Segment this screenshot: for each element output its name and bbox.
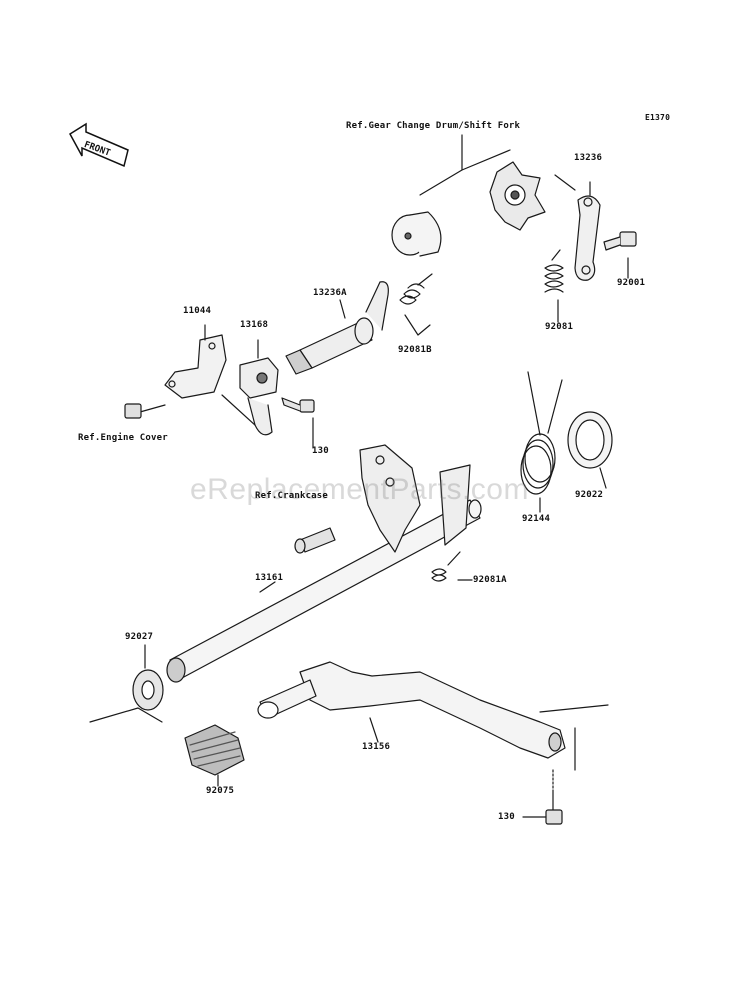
label-13168: 13168 [240,320,269,330]
part-92081-spring [544,249,564,293]
part-11044-bracket [164,334,227,399]
ref-engine-cover-bolt [124,403,166,419]
label-13236: 13236 [574,153,603,163]
shift-arm-plate [359,444,471,553]
part-13168-arm [239,357,279,436]
ref-gear-change-drum-label: Ref.Gear Change Drum/Shift Fork [346,121,521,131]
part-13156-pedal [257,661,566,759]
part-92027-washer [132,669,164,711]
diagram-code: E1370 [645,113,671,122]
part-13161-shift-shaft [166,499,482,683]
part-92081B-spring [399,273,433,305]
ref-crankcase-label: Ref.Crankcase [255,491,329,501]
label-13236A: 13236A [313,288,347,298]
ref-gear-change-drum-leaders [419,134,576,196]
part-130-upper-bolt [281,397,315,413]
front-arrow-icon [69,122,129,168]
part-130-lower-bolt [522,789,563,825]
label-130-upper: 130 [312,446,329,456]
label-13161: 13161 [255,573,284,583]
part-92022-seal [567,411,613,469]
label-92022: 92022 [575,490,604,500]
label-130-lower: 130 [498,812,515,822]
part-13236-lever [574,195,601,281]
part-92001-bolt [603,231,637,251]
label-13156: 13156 [362,742,391,752]
label-92027: 92027 [125,632,154,642]
label-92001: 92001 [617,278,646,288]
label-92081: 92081 [545,322,574,332]
label-92081A: 92081A [473,575,507,585]
shift-drum-ref-part [391,211,442,257]
label-11044: 11044 [183,306,212,316]
watermark: eReplacementParts.com [190,473,529,506]
drum-star-ref-part [489,161,546,231]
part-92081A-spring [431,551,461,582]
part-92144-torsion-spring [520,371,563,495]
label-92081B: 92081B [398,345,432,355]
label-92075: 92075 [206,786,235,796]
ref-crankcase-bolt [294,527,336,554]
ref-engine-cover-label: Ref.Engine Cover [78,433,168,443]
part-92075-rubber [184,724,245,776]
label-92144: 92144 [522,514,551,524]
part-13236A-shaft [285,281,389,375]
